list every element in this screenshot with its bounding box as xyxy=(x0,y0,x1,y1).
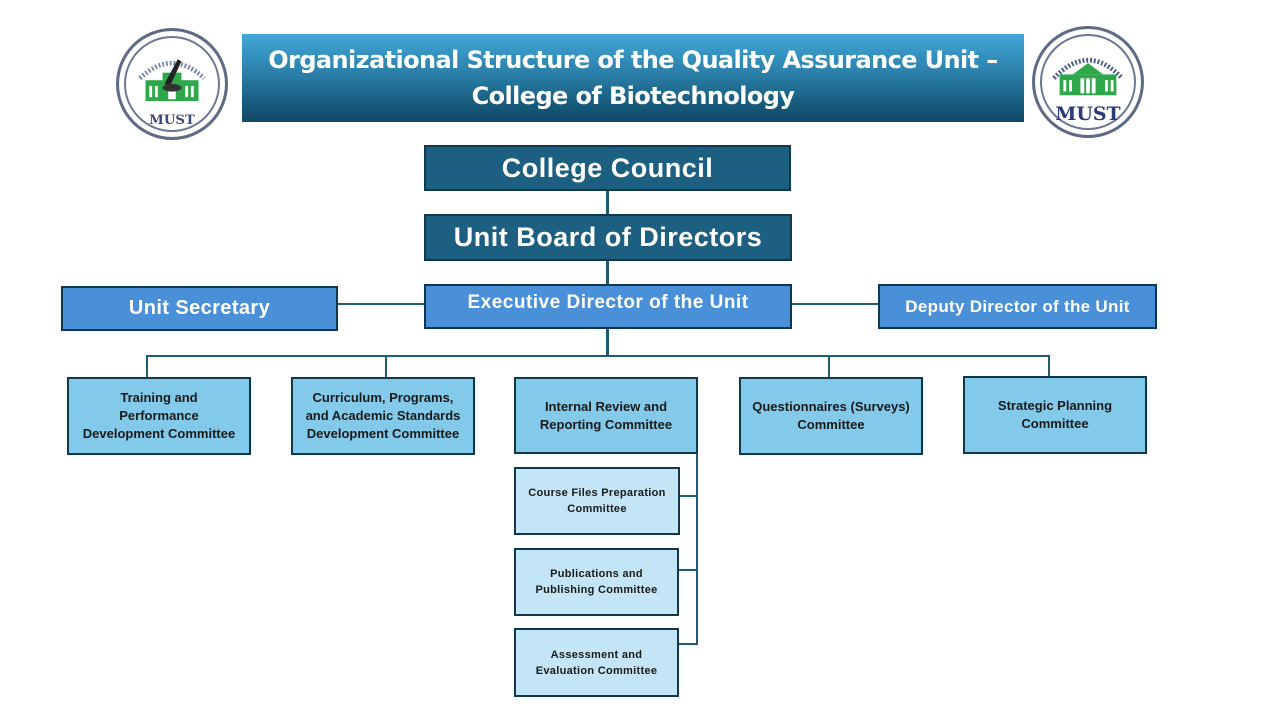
node-label-line: Publications and xyxy=(550,568,643,580)
node-label-line: Internal Review and xyxy=(544,398,668,414)
node-label-line: Publishing Committee xyxy=(535,584,658,596)
connector-internal-sub-spine xyxy=(696,454,698,645)
node-publications-committee: Publications and Publishing Committee xyxy=(514,548,679,616)
node-label-line: Development Committee xyxy=(82,426,236,441)
node-label-line: Reporting Committee xyxy=(539,416,673,432)
node-label-line: Development Committee xyxy=(306,426,460,441)
university-seal-icon: MUST xyxy=(1052,57,1124,125)
node-college-council: College Council xyxy=(424,145,791,191)
node-unit-board-of-directors: Unit Board of Directors xyxy=(424,214,792,261)
node-label-line: Performance xyxy=(119,408,199,423)
node-label: Executive Director of the Unit xyxy=(467,291,749,313)
connector-executive-deputy xyxy=(792,303,878,305)
node-assessment-committee: Assessment and Evaluation Committee xyxy=(514,628,679,697)
college-seal-icon: MUST xyxy=(138,59,206,128)
node-training-committee: Training and Performance Development Com… xyxy=(67,377,251,455)
node-label-line: Committee xyxy=(797,417,865,432)
title-line-1: Organizational Structure of the Quality … xyxy=(268,46,998,74)
node-label-line: Curriculum, Programs, xyxy=(312,390,454,405)
node-label: Deputy Director of the Unit xyxy=(905,296,1130,316)
node-label-line: Course Files Preparation xyxy=(528,487,666,499)
node-label-line: Committee xyxy=(1021,416,1089,431)
university-logo: MUST xyxy=(1032,26,1144,138)
connector-drop-curriculum xyxy=(385,355,387,377)
node-unit-secretary: Unit Secretary xyxy=(61,286,338,331)
connector-sub-publications xyxy=(679,569,697,571)
connector-board-executive xyxy=(606,261,609,284)
node-label-line: Evaluation Committee xyxy=(535,664,658,677)
college-logo: MUST xyxy=(116,28,228,140)
connector-drop-strategic xyxy=(1048,355,1050,377)
node-label-line: and Academic Standards xyxy=(305,408,461,423)
connector-executive-committees xyxy=(606,329,609,356)
node-label-line: Questionnaires (Surveys) xyxy=(752,399,910,414)
node-course-files-committee: Course Files Preparation Committee xyxy=(514,467,680,535)
node-label: College Council xyxy=(501,152,714,183)
node-executive-director: Executive Director of the Unit xyxy=(424,284,792,329)
title-line-2: College of Biotechnology xyxy=(471,82,795,110)
connector-sub-assessment xyxy=(679,643,697,645)
node-deputy-director: Deputy Director of the Unit xyxy=(878,284,1157,329)
connector-council-board xyxy=(606,191,609,214)
node-label-line: Strategic Planning xyxy=(997,398,1113,413)
node-label-line: Assessment and xyxy=(550,648,643,661)
node-label-line: Committee xyxy=(567,503,627,515)
node-questionnaires-committee: Questionnaires (Surveys) Committee xyxy=(739,377,923,455)
node-strategic-planning-committee: Strategic Planning Committee xyxy=(963,376,1147,454)
connector-drop-questionnaires xyxy=(828,355,830,377)
connector-drop-training xyxy=(146,355,148,377)
node-label: Unit Board of Directors xyxy=(453,222,763,252)
title-banner: Organizational Structure of the Quality … xyxy=(242,34,1024,122)
node-curriculum-committee: Curriculum, Programs, and Academic Stand… xyxy=(291,377,475,455)
node-label: Unit Secretary xyxy=(128,297,271,319)
node-internal-review-committee: Internal Review and Reporting Committee xyxy=(514,377,698,454)
logo-right-label: MUST xyxy=(1055,103,1120,125)
connector-executive-secretary xyxy=(338,303,424,305)
connector-committees-bus xyxy=(146,355,1050,357)
logo-left-label: MUST xyxy=(149,113,195,128)
node-label-line: Training and xyxy=(120,390,198,405)
connector-sub-course xyxy=(680,495,697,497)
